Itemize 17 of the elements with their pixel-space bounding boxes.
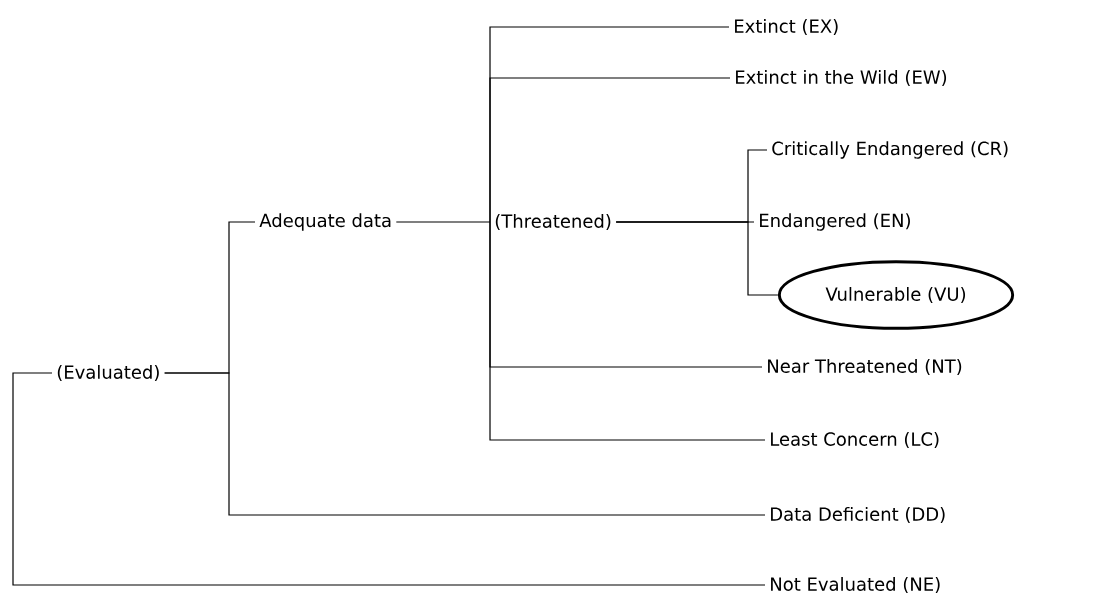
category-label: Near Threatened (NT) — [768, 359, 962, 376]
connector-line — [489, 221, 766, 441]
category-label: Extinct in the Wild (EW) — [736, 70, 947, 87]
category-label: Adequate data — [259, 213, 391, 231]
category-label: Least Concern (LC) — [771, 432, 939, 449]
category-label: (Threatened) — [495, 214, 611, 231]
connector-line — [12, 372, 766, 586]
category-label: Not Evaluated (NE) — [771, 577, 940, 594]
category-label: Extinct (EX) — [735, 19, 838, 36]
category-label: Data Deficient (DD) — [771, 507, 945, 524]
category-label: Critically Endangered (CR) — [772, 141, 1008, 159]
category-label: (Evaluated) — [57, 365, 159, 382]
category-label: Endangered (EN) — [760, 213, 910, 231]
connector-line — [489, 77, 731, 223]
connector-line — [395, 221, 491, 223]
connector-line — [164, 372, 766, 516]
connector-line — [615, 221, 779, 296]
